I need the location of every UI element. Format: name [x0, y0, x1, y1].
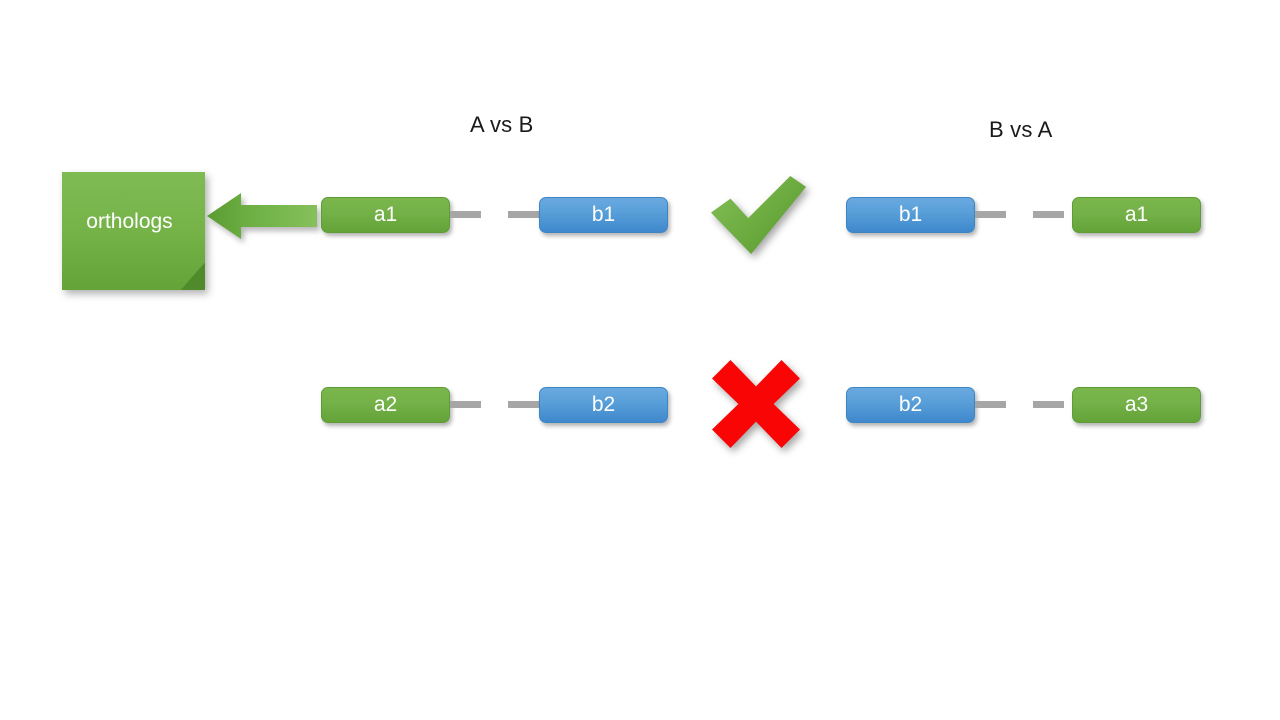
- connector-dash: [975, 211, 1006, 218]
- gene-box-a2-left: a2: [321, 387, 450, 423]
- cross-shape: [712, 360, 800, 448]
- gene-label: a1: [373, 203, 398, 226]
- cross-mark-icon: [712, 360, 800, 448]
- connector-dash: [975, 401, 1006, 408]
- pair-connector-row2-left: [450, 401, 539, 408]
- check-shape: [710, 176, 806, 254]
- connector-dash: [450, 401, 481, 408]
- check-mark-icon: [708, 176, 806, 254]
- gene-box-b1-right: b1: [846, 197, 975, 233]
- orthologs-label: orthologs: [86, 210, 173, 233]
- gene-box-a3-right: a3: [1072, 387, 1201, 423]
- connector-dash: [450, 211, 481, 218]
- gene-box-a1-left: a1: [321, 197, 450, 233]
- connector-dash: [508, 211, 539, 218]
- gene-label: a2: [373, 393, 398, 416]
- pair-connector-row2-right: [975, 401, 1064, 408]
- gene-label: b1: [898, 203, 923, 226]
- note-body: [62, 172, 205, 290]
- connector-dash: [1033, 401, 1064, 408]
- arrow-shape: [207, 193, 317, 239]
- column-heading-a-vs-b: A vs B: [470, 112, 534, 137]
- gene-box-a1-right: a1: [1072, 197, 1201, 233]
- gene-box-b2-right: b2: [846, 387, 975, 423]
- connector-dash: [508, 401, 539, 408]
- gene-label: b2: [898, 393, 923, 416]
- gene-label: a3: [1124, 393, 1149, 416]
- left-arrow-icon: [207, 193, 317, 239]
- column-heading-b-vs-a: B vs A: [989, 117, 1053, 142]
- orthologs-note-shape: orthologs: [62, 172, 205, 290]
- gene-label: b1: [591, 203, 616, 226]
- pair-connector-row1-right: [975, 211, 1064, 218]
- connector-dash: [1033, 211, 1064, 218]
- gene-label: b2: [591, 393, 616, 416]
- gene-box-b1-left: b1: [539, 197, 668, 233]
- pair-connector-row1-left: [450, 211, 539, 218]
- gene-label: a1: [1124, 203, 1149, 226]
- gene-box-b2-left: b2: [539, 387, 668, 423]
